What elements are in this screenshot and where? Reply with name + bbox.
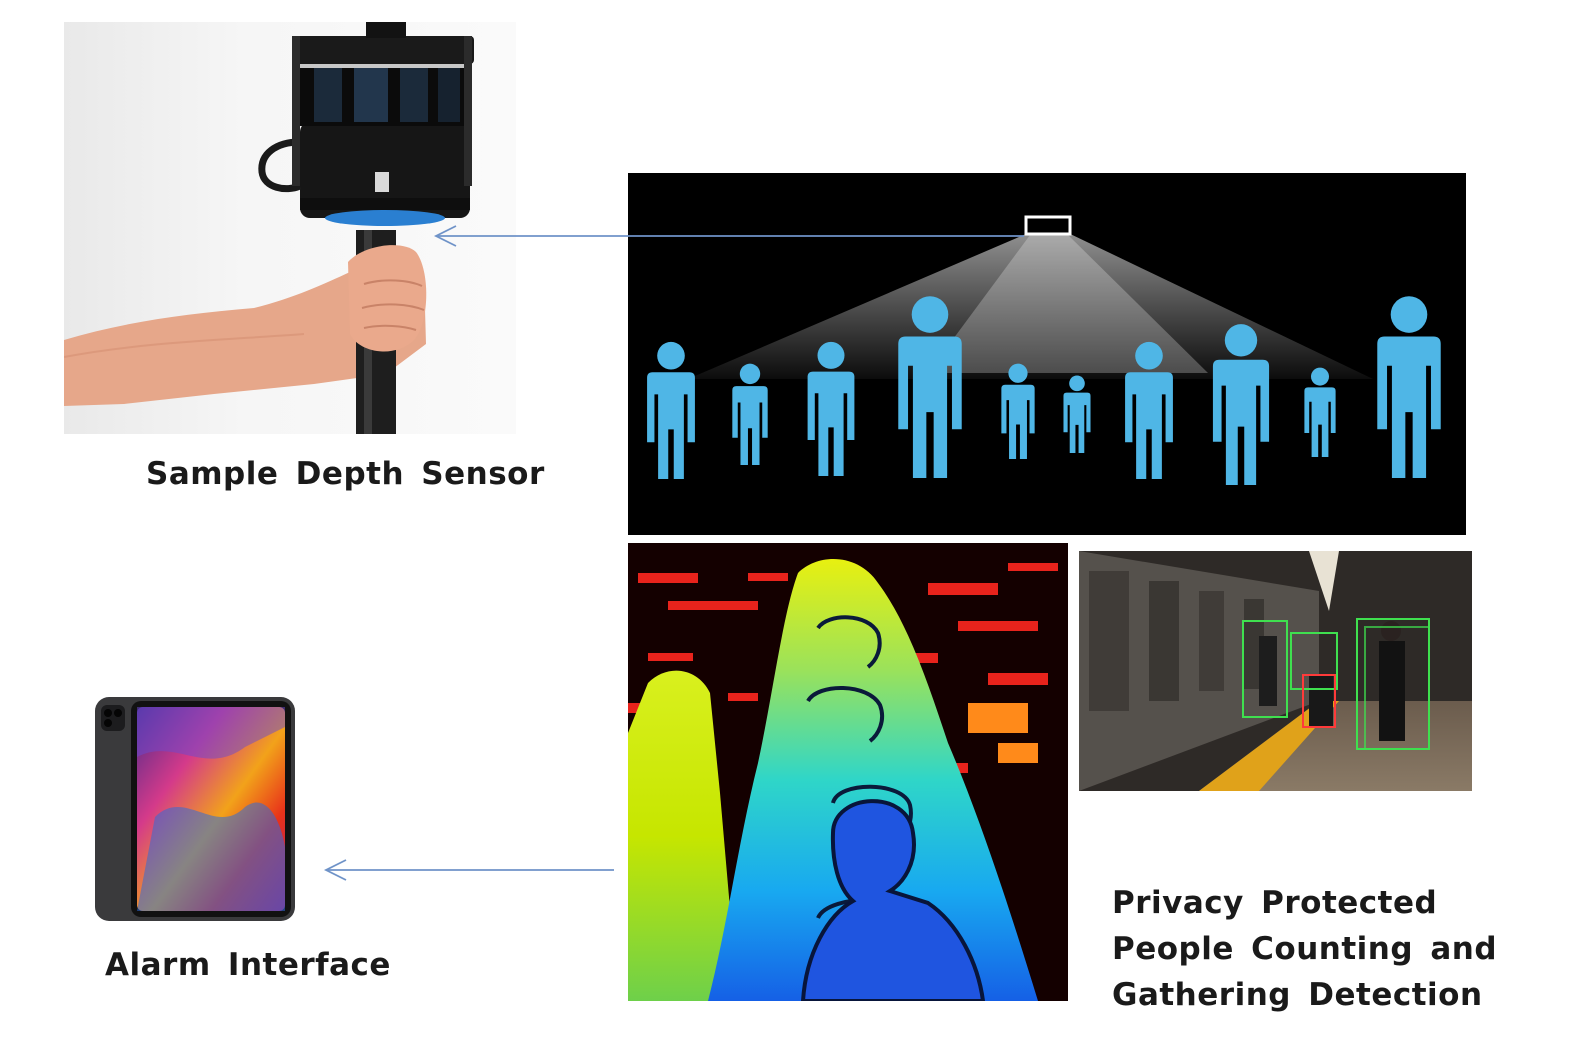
- person-icon: [1063, 375, 1091, 453]
- person-icon: [1212, 324, 1270, 485]
- alarm-label: Alarm Interface: [105, 947, 391, 983]
- people-counting-illustration: [628, 173, 1466, 535]
- overhead-sensor-scene: [647, 215, 1441, 485]
- arrow-alarm: [323, 859, 614, 881]
- ceiling-sensor-icon: [1024, 215, 1072, 236]
- tablet-icon: [95, 697, 295, 921]
- person-icon: [1377, 296, 1441, 478]
- tablet-device: [95, 697, 295, 921]
- depth-map-image: [628, 543, 1068, 1001]
- arrow-sensor: [433, 225, 1024, 247]
- sensor-photo: [64, 22, 516, 434]
- privacy-label: Privacy Protected People Counting and Ga…: [1112, 880, 1497, 1018]
- privacy-label-line-2: People Counting and: [1112, 931, 1498, 967]
- detect-box-green-3: [1290, 632, 1338, 690]
- person-icon: [1125, 341, 1173, 479]
- people-group: [647, 296, 1441, 485]
- privacy-label-line-1: Privacy Protected: [1112, 885, 1438, 921]
- depth-map: [628, 543, 1068, 1001]
- detect-box-green-2: [1242, 620, 1288, 718]
- detect-box-red: [1302, 674, 1336, 728]
- person-icon: [1001, 363, 1035, 459]
- person-icon: [732, 363, 768, 465]
- person-icon: [647, 341, 695, 479]
- person-icon: [807, 341, 855, 476]
- subway-detection-scene: [1079, 551, 1472, 791]
- person-icon: [1304, 367, 1336, 457]
- depth-sensor-icon: [64, 22, 474, 434]
- person-icon: [898, 296, 962, 478]
- sensor-label: Sample Depth Sensor: [146, 456, 545, 492]
- privacy-label-line-3: Gathering Detection: [1112, 977, 1483, 1013]
- detection-photo: [1079, 551, 1472, 791]
